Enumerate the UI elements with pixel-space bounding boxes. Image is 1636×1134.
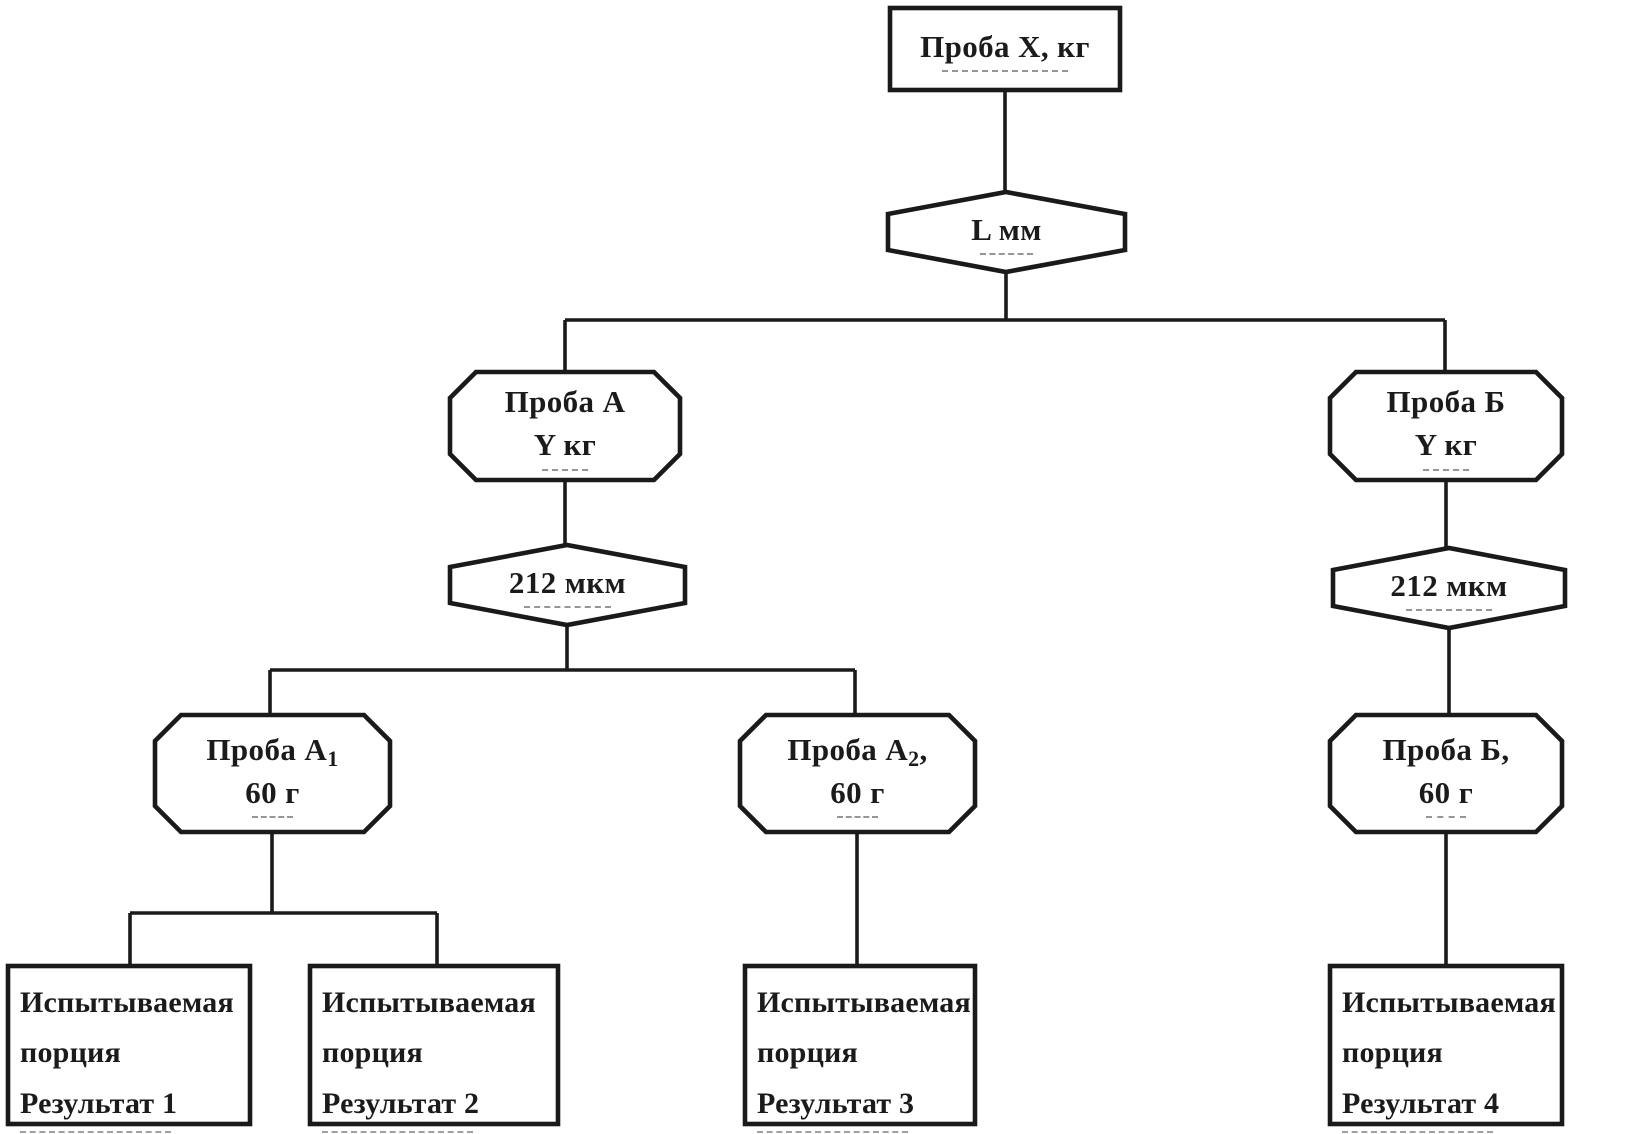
- node-label-line2: 60 г: [830, 772, 884, 819]
- node-label-line1: Проба Б: [1386, 384, 1506, 420]
- label-main: Проба А: [787, 731, 909, 767]
- node-label-line1: Проба А2,: [787, 729, 927, 772]
- node-root-sample: Проба X, кг: [890, 8, 1120, 90]
- node-label-line2: Y кг: [534, 424, 597, 471]
- result-line3: Результат 1: [20, 1079, 177, 1133]
- result-line2: порция: [1342, 1036, 1443, 1070]
- node-proba-a2: Проба А2, 60 г: [740, 715, 975, 832]
- node-proba-b1: Проба Б, 60 г: [1330, 715, 1562, 832]
- node-result-3: Испытываемая порция Результат 3: [745, 966, 975, 1124]
- label-suffix: ,: [919, 731, 928, 767]
- node-sieve-a-212: 212 мкм: [450, 545, 685, 625]
- result-line1: Испытываемая: [1342, 986, 1556, 1019]
- node-label: Проба X, кг: [920, 26, 1090, 73]
- node-sieve-b-212: 212 мкм: [1333, 548, 1565, 628]
- node-proba-a: Проба А Y кг: [450, 372, 680, 480]
- node-proba-b: Проба Б Y кг: [1330, 372, 1562, 480]
- result-line1: Испытываемая: [322, 986, 536, 1019]
- result-line2: порция: [757, 1036, 858, 1070]
- node-result-2: Испытываемая порция Результат 2: [310, 966, 558, 1124]
- result-line2: порция: [20, 1036, 121, 1070]
- label-subscript: 2: [908, 745, 920, 771]
- node-label-line1: Проба А1: [206, 729, 338, 772]
- node-label-line2: Y кг: [1415, 424, 1478, 471]
- node-label: L мм: [971, 209, 1042, 256]
- node-result-4: Испытываемая порция Результат 4: [1330, 966, 1562, 1124]
- node-label-line2: 60 г: [245, 772, 299, 819]
- node-label-line2: 60 г: [1419, 772, 1473, 819]
- node-proba-a1: Проба А1 60 г: [155, 715, 390, 832]
- node-sieve-l-mm: L мм: [888, 192, 1125, 272]
- result-line1: Испытываемая: [757, 986, 971, 1019]
- result-line3: Результат 3: [757, 1079, 914, 1133]
- node-label: 212 мкм: [1390, 565, 1507, 612]
- node-label-line1: Проба А: [504, 384, 626, 420]
- result-line1: Испытываемая: [20, 986, 234, 1019]
- label-main: Проба А: [206, 731, 328, 767]
- result-line3: Результат 2: [322, 1079, 479, 1133]
- node-label: 212 мкм: [509, 562, 626, 609]
- label-subscript: 1: [327, 745, 339, 771]
- result-line2: порция: [322, 1036, 423, 1070]
- result-line3: Результат 4: [1342, 1079, 1499, 1133]
- node-label-line1: Проба Б,: [1382, 731, 1510, 767]
- node-result-1: Испытываемая порция Результат 1: [8, 966, 250, 1124]
